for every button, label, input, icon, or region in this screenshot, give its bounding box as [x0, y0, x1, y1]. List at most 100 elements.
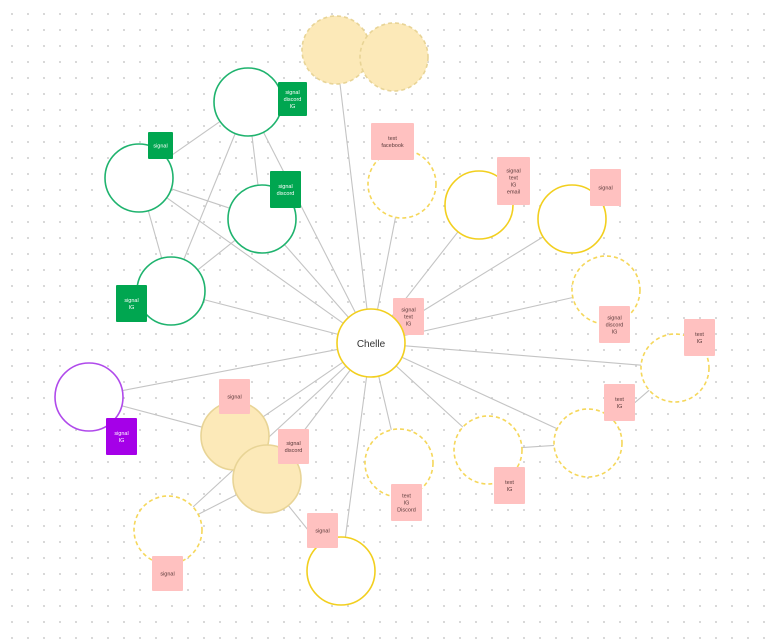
contact-circle-green[interactable] [213, 67, 283, 137]
channel-tag-text: text [388, 136, 397, 142]
connection-line [344, 376, 368, 538]
channel-tag-text: text [509, 176, 518, 182]
channel-tag-text: discord [284, 97, 302, 103]
connection-line [251, 135, 259, 186]
channel-tag-text: IG [119, 438, 125, 444]
connection-line [378, 375, 392, 431]
channel-tag-box [391, 484, 422, 521]
channel-tag-box [148, 132, 173, 159]
center-node[interactable]: Chelle [336, 308, 406, 378]
connection-line [197, 239, 236, 271]
channel-tag-text: signal [315, 529, 329, 535]
connection-line [262, 361, 344, 418]
channel-tag-box [604, 384, 635, 421]
channel-tag-text: signal [278, 184, 292, 190]
connection-line [197, 494, 238, 515]
channel-tag-text: IG [697, 339, 703, 345]
contact-circle-purple[interactable] [54, 362, 124, 432]
channel-tag-box [590, 169, 621, 206]
channel-tag-text: discord [606, 323, 624, 329]
channel-tag-text: text [402, 494, 411, 500]
contact-circle-yellow-dashed[interactable] [133, 495, 203, 565]
channel-tag-box [116, 285, 147, 322]
channel-tag-box [599, 306, 630, 343]
contact-circle-yellow-dashed[interactable] [553, 408, 623, 478]
connection-line [147, 210, 163, 259]
channel-tag-text: text [695, 332, 704, 338]
channel-tag-text: text [404, 315, 413, 321]
connection-line [122, 348, 338, 392]
connection-line [263, 132, 356, 313]
contact-circle-green[interactable] [136, 256, 206, 326]
channel-tag-box [278, 82, 307, 116]
connection-line [521, 444, 555, 449]
connection-line [166, 120, 221, 160]
channel-tag-text: IG [404, 501, 410, 507]
channel-tag-text: signal [286, 441, 300, 447]
contact-circle-yellow-dashed[interactable] [364, 428, 434, 498]
connection-line [166, 197, 344, 324]
connection-line [376, 217, 397, 310]
channel-tag-text: signal [153, 144, 167, 150]
channel-tag-box [307, 513, 338, 548]
channel-tag-text: discord [277, 191, 295, 197]
channel-tag-box [684, 319, 715, 356]
channel-tag[interactable]: signal [152, 556, 183, 591]
channel-tag-text: IG [612, 330, 618, 336]
contact-nodes [54, 15, 710, 606]
channel-tag-box [270, 171, 301, 208]
connection-line [183, 133, 236, 260]
center-node-name: Chelle [357, 339, 386, 350]
channel-tag-text: signal [124, 298, 138, 304]
channel-tag-text: Discord [397, 508, 416, 514]
channel-tag[interactable]: signal [219, 379, 250, 414]
channel-tag-text: text [505, 480, 514, 486]
channel-tag-text: signal [160, 572, 174, 578]
connection-line [395, 365, 464, 428]
channel-tag[interactable]: signal [590, 169, 621, 206]
channel-tags: signaldiscordIGsignalsignaldiscordsignal… [106, 82, 715, 591]
channel-tag-text: signal [285, 90, 299, 96]
channel-tag-text: signal [607, 316, 621, 322]
channel-tag-box [278, 429, 309, 464]
channel-tag[interactable]: signal [307, 513, 338, 548]
channel-tag-text: IG [617, 404, 623, 410]
channel-tag-box [219, 379, 250, 414]
channel-tag-text: discord [285, 448, 303, 454]
connection-line [339, 83, 368, 310]
contact-circle-yellow[interactable] [537, 184, 607, 254]
contact-circle-beige-dashed[interactable] [359, 22, 429, 92]
contact-circle-beige-dashed[interactable] [301, 15, 371, 85]
connection-line [171, 188, 230, 209]
channel-tag-text: signal [598, 186, 612, 192]
channel-tag-box [152, 556, 183, 591]
contact-circle-yellow[interactable] [306, 536, 376, 606]
contact-circle-yellow-dashed[interactable] [367, 149, 437, 219]
connection-line [121, 405, 203, 428]
channel-tag[interactable]: signal [148, 132, 173, 159]
connection-line [283, 244, 350, 318]
channel-tag-text: IG [511, 183, 517, 189]
channel-tag-box [371, 123, 414, 160]
channel-tag-text: signal [401, 308, 415, 314]
channel-tag-text: IG [507, 487, 513, 493]
contact-circle-green[interactable] [104, 143, 174, 213]
channel-tag-box [494, 467, 525, 504]
channel-tag-text: IG [129, 305, 135, 311]
connection-line [404, 296, 573, 337]
channel-tag-text: facebook [381, 143, 404, 149]
channel-tag-text: signal [227, 395, 241, 401]
